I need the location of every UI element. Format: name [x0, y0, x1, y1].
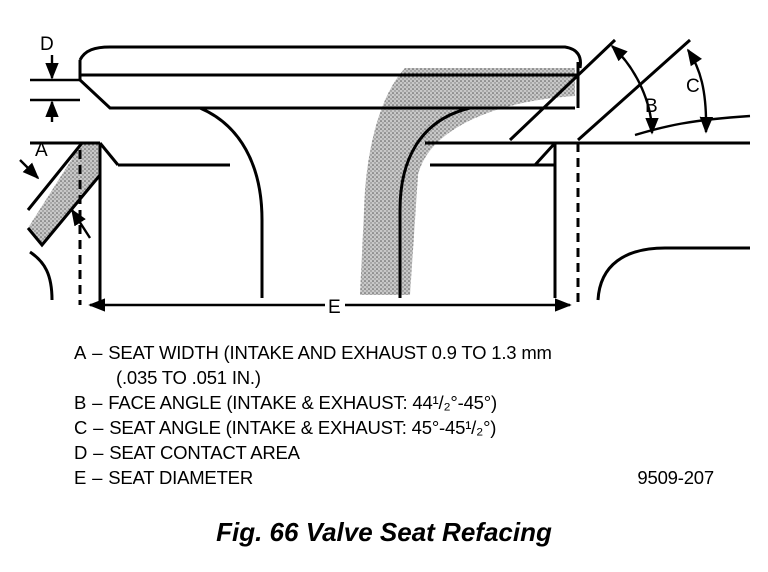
legend-text: FACE ANGLE (INTAKE & EXHAUST: 44¹/₂°-45°… — [108, 392, 497, 413]
valve-stem-right-fillet — [398, 106, 471, 298]
legend-separator: – — [92, 392, 103, 413]
legend: A–SEAT WIDTH (INTAKE AND EXHAUST 0.9 TO … — [74, 340, 714, 490]
diagram-labels: D A B C E — [35, 34, 700, 318]
dimension-arrows — [19, 44, 751, 312]
label-c: C — [686, 76, 700, 97]
legend-text-continuation: (.035 TO .051 IN.) — [116, 367, 261, 388]
legend-text: SEAT WIDTH (INTAKE AND EXHAUST 0.9 TO 1.… — [108, 342, 552, 363]
legend-item-c: C–SEAT ANGLE (INTAKE & EXHAUST: 45°-45¹/… — [74, 415, 714, 440]
legend-item-a: A–SEAT WIDTH (INTAKE AND EXHAUST 0.9 TO … — [74, 340, 714, 365]
legend-key: A — [74, 342, 87, 363]
legend-text: SEAT CONTACT AREA — [109, 442, 300, 463]
legend-separator: – — [93, 417, 104, 438]
legend-separator: – — [93, 442, 104, 463]
legend-key: B — [74, 392, 87, 413]
label-b: B — [645, 96, 658, 117]
label-a: A — [35, 140, 48, 161]
legend-key: D — [74, 442, 88, 463]
dashed-guides — [78, 143, 580, 305]
legend-text: SEAT DIAMETER — [108, 467, 253, 488]
valve-stem-left-fillet — [199, 106, 264, 298]
legend-item-d: D–SEAT CONTACT AREA — [74, 440, 714, 465]
valve-seat-diagram: D A B C E — [19, 34, 751, 318]
legend-separator: – — [92, 467, 103, 488]
legend-item-e: E–SEAT DIAMETER 9509-207 — [74, 465, 714, 490]
valve-head — [78, 45, 582, 110]
cylinder-head-right — [425, 38, 750, 301]
legend-separator: – — [92, 342, 103, 363]
label-e: E — [328, 297, 341, 318]
shaded-seat-region — [28, 68, 575, 295]
legend-item-b: B–FACE ANGLE (INTAKE & EXHAUST: 44¹/₂°-4… — [74, 390, 714, 415]
cylinder-head-left — [26, 141, 230, 305]
figure-caption: Fig. 66 Valve Seat Refacing — [216, 517, 552, 547]
label-d: D — [40, 34, 54, 55]
legend-item-a-continuation: (.035 TO .051 IN.) — [74, 365, 714, 390]
legend-key: E — [74, 467, 87, 488]
legend-text: SEAT ANGLE (INTAKE & EXHAUST: 45°-45¹/₂°… — [109, 417, 497, 438]
legend-key: C — [74, 417, 88, 438]
figure-number: 9509-207 — [637, 467, 714, 488]
